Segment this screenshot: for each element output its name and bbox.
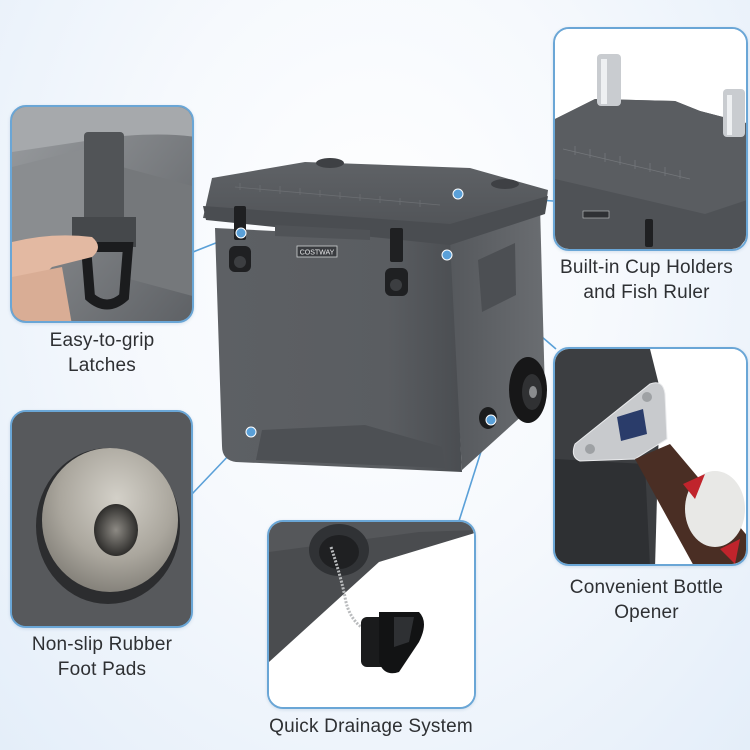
feature-panel-foot-pads xyxy=(10,410,193,628)
latch-closeup-image xyxy=(12,107,192,321)
caption-bottle-opener: Convenient Bottle Opener xyxy=(543,575,750,625)
latch-right xyxy=(385,228,408,296)
rubber-foot-image xyxy=(12,412,191,626)
caption-latches: Easy-to-grip Latches xyxy=(0,328,204,378)
wheel xyxy=(509,357,547,423)
caption-foot-pads-line1: Non-slip Rubber xyxy=(31,634,173,655)
feature-panel-latches xyxy=(10,105,194,323)
feature-panel-cup-holders xyxy=(553,27,748,251)
caption-bottle-opener-line1: Convenient Bottle xyxy=(569,577,724,598)
caption-bottle-opener-line2: Opener xyxy=(614,602,679,623)
caption-foot-pads: Non-slip Rubber Foot Pads xyxy=(0,632,204,682)
caption-cup-holders: Built-in Cup Holders and Fish Ruler xyxy=(543,255,750,305)
cooler-product-image: COSTWAY xyxy=(203,158,548,472)
lid-cupholder-image xyxy=(555,29,746,249)
brand-badge: COSTWAY xyxy=(300,250,335,257)
caption-cup-holders-line2: and Fish Ruler xyxy=(583,282,710,303)
feature-panel-drainage xyxy=(267,520,476,709)
drain-plug-cap xyxy=(361,612,424,674)
caption-cup-holders-line1: Built-in Cup Holders xyxy=(560,257,733,278)
caption-drainage-line1: Quick Drainage System xyxy=(269,716,473,737)
caption-latches-line2: Latches xyxy=(68,355,136,376)
caption-foot-pads-line2: Foot Pads xyxy=(57,659,147,680)
caption-latches-line1: Easy-to-grip xyxy=(49,330,155,351)
drain-plug-image xyxy=(269,522,474,707)
caption-drainage: Quick Drainage System xyxy=(240,714,502,739)
feature-panel-bottle-opener xyxy=(553,347,748,566)
bottle-opener-image xyxy=(555,349,746,564)
